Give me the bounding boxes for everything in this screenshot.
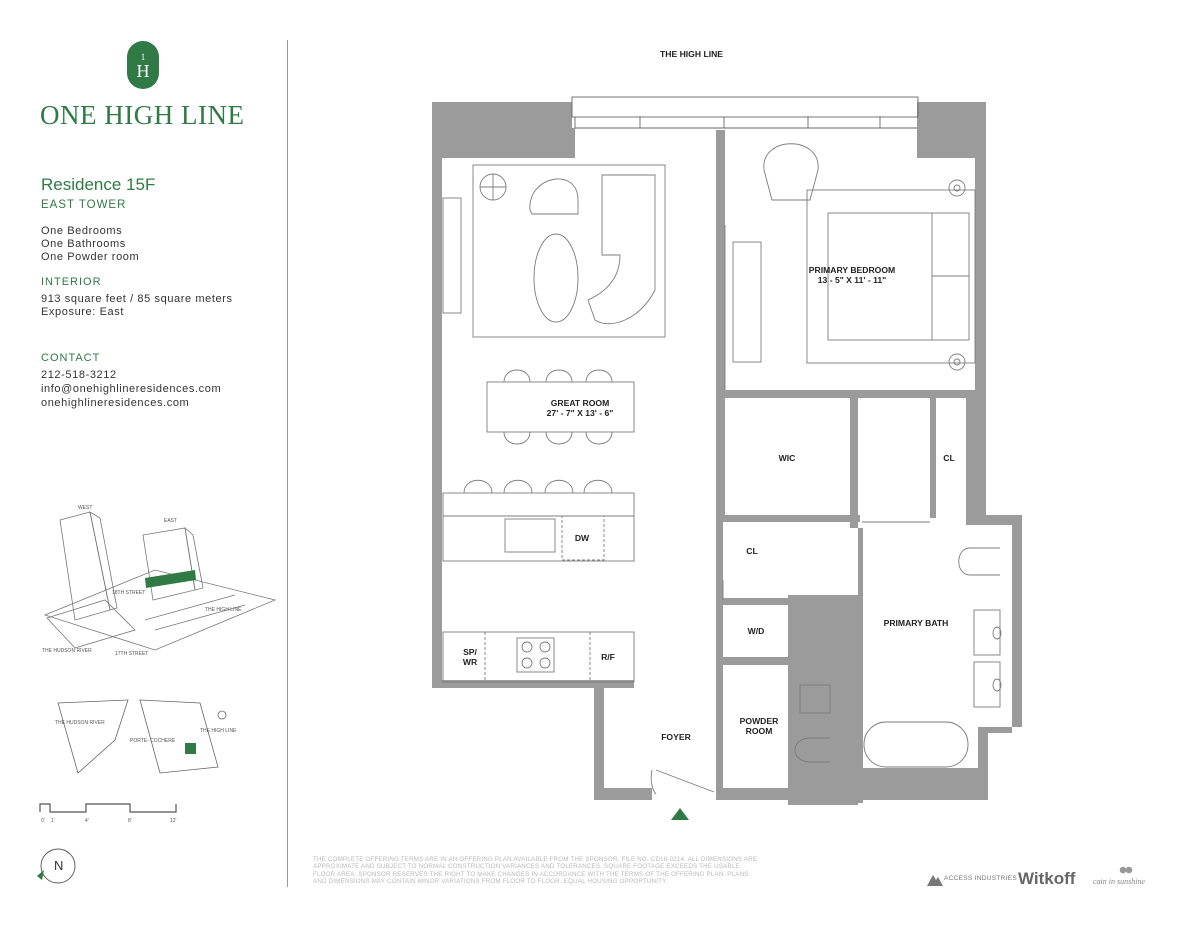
room-count-bathrooms: One Bathrooms	[41, 238, 126, 250]
brand-name: ONE HIGH LINE	[40, 100, 245, 130]
contact-heading: CONTACT	[41, 352, 101, 364]
key-label-hudson: THE HUDSON RIVER	[42, 648, 92, 654]
exposure-text: Exposure: East	[41, 306, 124, 318]
area-text: 913 square feet / 85 square meters	[41, 293, 233, 305]
site-label-hudson: THE HUDSON RIVER	[55, 720, 105, 726]
contact-website[interactable]: onehighlineresidences.com	[41, 397, 190, 409]
partner-witkoff: Witkoff	[1018, 869, 1076, 888]
access-industries-logo-icon	[927, 875, 943, 886]
svg-text:1: 1	[141, 52, 146, 62]
legal-disclaimer: THE COMPLETE OFFERING TERMS ARE IN AN OF…	[313, 856, 758, 886]
room-count-bedrooms: One Bedrooms	[41, 225, 123, 237]
room-closet-bedroom: CL	[943, 453, 955, 463]
interior-heading: INTERIOR	[41, 276, 102, 288]
room-primary-bedroom: PRIMARY BEDROOM 13 - 5" X 11' - 11"	[808, 265, 896, 285]
appliance-washer-dryer: W/D	[747, 626, 765, 636]
scale-bar	[39, 803, 177, 813]
contact-phone[interactable]: 212-518-3212	[41, 369, 117, 381]
panel-divider	[287, 40, 288, 887]
key-label-17th: 17TH STREET	[115, 651, 149, 657]
appliance-sp-wr: SP/ WR	[462, 647, 478, 667]
contact-email[interactable]: info@onehighlineresidences.com	[41, 383, 222, 395]
scale-tick-0: 0'	[41, 818, 45, 824]
room-closet-hall: CL	[746, 546, 758, 556]
partner-access: ACCESS INDUSTRIES	[944, 875, 1018, 882]
info-panel: 1 H ONE HIGH LINE Residence 15F EAST TOW…	[0, 0, 287, 927]
north-compass-icon	[37, 848, 76, 884]
cain-logo-icon	[1119, 866, 1133, 874]
key-label-18th: 18TH STREET	[112, 590, 146, 596]
site-label-porte: PORTE- COCHERE	[130, 738, 176, 744]
site-label-highline: THE HIGH LINE	[200, 728, 237, 734]
room-great-room: GREAT ROOM 27' - 7" X 13' - 6"	[546, 398, 614, 418]
site-plan	[57, 699, 227, 774]
room-powder-room: POWDER ROOM	[739, 716, 779, 736]
key-label-east: EAST	[164, 518, 178, 524]
room-primary-bath: PRIMARY BATH	[883, 618, 949, 628]
key-label-west: WEST	[78, 505, 93, 511]
svg-text:H: H	[137, 61, 150, 81]
room-foyer: FOYER	[661, 732, 691, 742]
one-high-line-logo-icon: 1 H	[127, 41, 159, 89]
appliance-dishwasher: DW	[574, 533, 590, 543]
compass-label: N	[54, 858, 64, 873]
building-key-plan	[43, 511, 277, 651]
scale-tick-8: 8'	[128, 818, 132, 824]
scale-tick-12: 12'	[170, 818, 177, 824]
room-count-powder: One Powder room	[41, 251, 140, 263]
appliance-refrigerator: R/F	[601, 652, 615, 662]
tower-name: EAST TOWER	[41, 199, 127, 211]
residence-title: Residence 15F	[41, 175, 156, 194]
room-wic: WIC	[778, 453, 796, 463]
scale-tick-1: 1'	[51, 818, 55, 824]
scale-tick-4: 4'	[85, 818, 89, 824]
floorplan-top-label: THE HIGH LINE	[660, 49, 724, 59]
key-label-highline: THE HIGH LINE	[205, 607, 242, 613]
partner-cain: cain in sunshine	[1093, 877, 1145, 886]
